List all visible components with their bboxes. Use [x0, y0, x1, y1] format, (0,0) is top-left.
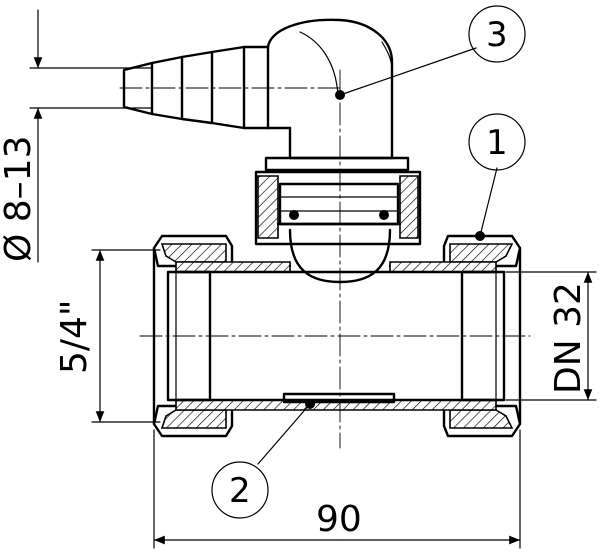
callout-2: 2: [211, 399, 315, 519]
dim-hose-diameter: Ø 8–13: [0, 9, 153, 263]
callout-2-label: 2: [229, 471, 251, 511]
elbow-spigot: [266, 18, 394, 160]
callout-3-label: 3: [486, 15, 508, 55]
dim-nominal-label: DN 32: [548, 282, 589, 394]
dim-hose-diameter-label: Ø 8–13: [0, 136, 39, 263]
dim-thread: 5/4": [54, 249, 161, 423]
hose-barb: [122, 45, 270, 130]
callout-3: 3: [335, 5, 526, 100]
center-lines: [119, 69, 531, 449]
dim-length: 90: [153, 429, 521, 549]
callout-1-label: 1: [486, 123, 508, 163]
dim-length-label: 90: [316, 499, 362, 540]
dim-nominal: DN 32: [505, 271, 597, 401]
callout-1: 1: [468, 113, 526, 241]
dim-thread-label: 5/4": [54, 300, 95, 375]
